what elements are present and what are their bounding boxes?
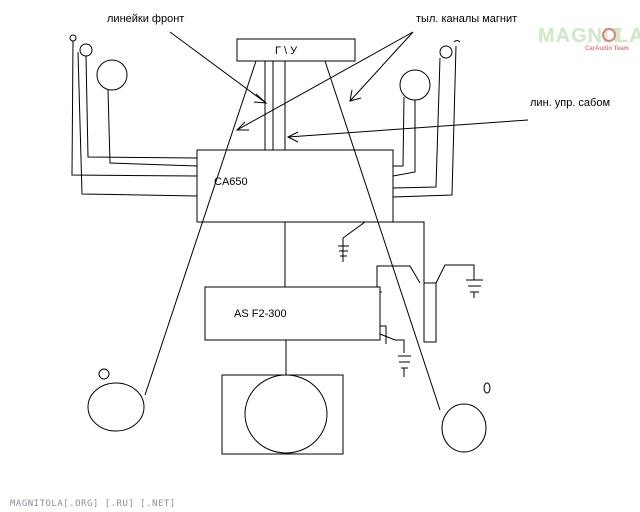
main-amp-ground	[338, 221, 425, 283]
amp-sub-label: AS F2-300	[234, 308, 287, 320]
rear-left-speaker	[87, 382, 145, 432]
right-front-wiring	[392, 40, 461, 198]
logo-o-icon	[602, 28, 616, 42]
logo-text-left: MAGNIT	[538, 25, 623, 47]
label-front-lines: линейки фронт	[107, 13, 184, 25]
amp-main-label: CA650	[214, 176, 248, 188]
amp-sub-box	[204, 286, 381, 341]
rear-speaker-lines	[144, 60, 441, 411]
rear-right-tweeter	[483, 382, 491, 394]
label-sub-control: лин. упр. сабом	[530, 97, 610, 109]
head-unit-label: Г \ У	[275, 45, 298, 57]
head-unit-box	[236, 38, 356, 62]
magnitola-logo: MAGNIT LA CarAudio Team	[538, 25, 640, 52]
logo-text-right: LA	[616, 25, 640, 47]
subwoofer-box	[221, 374, 344, 455]
annotation-arrows	[169, 31, 529, 143]
rear-right-speaker	[441, 403, 487, 453]
amp-main-box	[196, 149, 394, 223]
label-rear-channels: тыл. каналы магнит	[416, 13, 517, 25]
subwoofer-speaker	[244, 374, 328, 454]
logo-subtitle: CarAudio Team	[585, 46, 629, 52]
left-front-wiring	[69, 34, 198, 197]
rear-left-tweeter	[98, 368, 110, 380]
site-footer: MAGNITOLA[.ORG] [.RU] [.NET]	[10, 499, 176, 509]
distribution-block	[423, 282, 437, 343]
sub-amp-ground	[379, 325, 411, 377]
